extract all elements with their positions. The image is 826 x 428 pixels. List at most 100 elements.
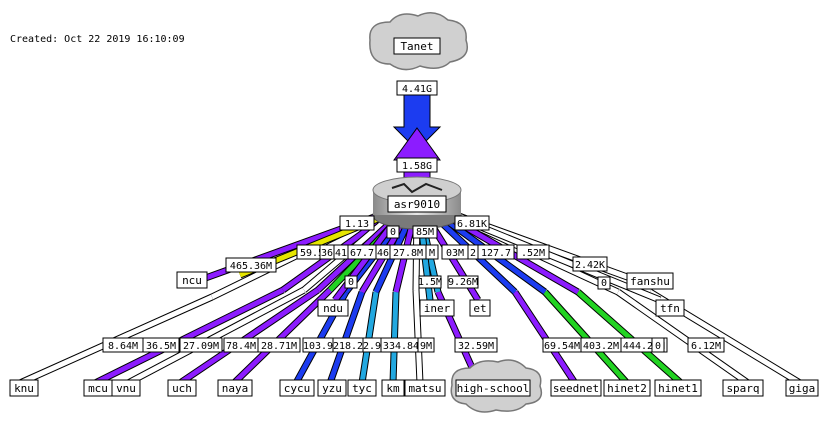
svg-text:32.59M: 32.59M [458,341,494,352]
edge-label-784m: 78.4M [223,337,259,353]
edge-label-278m: 27.8M [389,244,427,260]
node-hinet2: hinet2 [603,379,651,397]
edge-label-0c: 0 [597,276,611,290]
edge-label-4032m: 403.2M [580,337,622,353]
svg-text:0: 0 [390,227,396,238]
uplink-in-label: 4.41G [402,84,432,95]
svg-text:matsu: matsu [408,382,441,395]
svg-text:69.54M: 69.54M [544,341,580,352]
node-naya: naya [217,379,253,397]
svg-text:ndu: ndu [323,302,343,315]
link-mcu [93,287,285,386]
link-uch [178,287,320,386]
edge-label-612m: 6.12M [687,337,725,353]
svg-text:334.84M: 334.84M [383,341,425,352]
svg-text:knu: knu [14,382,34,395]
edge-label-2: 2 [467,244,479,260]
svg-text:41: 41 [335,248,347,259]
svg-text:vnu: vnu [116,382,136,395]
svg-text:27.8M: 27.8M [393,248,423,259]
edge-label-926m: 9.26M [447,275,479,289]
svg-text:fanshu: fanshu [630,275,670,288]
svg-text:36: 36 [321,248,333,259]
edge-label-0b: 0 [344,275,358,289]
svg-text:78.4M: 78.4M [226,341,256,352]
svg-text:mcu: mcu [88,382,108,395]
edge-label-0a: 0 [386,225,400,239]
svg-text:1.13: 1.13 [345,219,369,230]
edge-label-2709m: 27.09M [179,337,223,353]
node-uch: uch [167,379,197,397]
svg-text:seednet: seednet [553,382,599,395]
uplink-in-arrow [392,94,442,151]
edge-label-681k: 6.81K [454,215,490,231]
node-cycu: cycu [279,379,315,397]
svg-text:36.5M: 36.5M [146,341,176,352]
svg-text:46: 46 [377,248,389,259]
svg-text:2.42K: 2.42K [575,260,605,271]
svg-text:103.9: 103.9 [303,341,333,352]
node-matsu: matsu [404,379,446,397]
edge-label-3259m: 32.59M [454,337,498,353]
node-ncu: ncu [176,271,208,289]
edge-label-2182: 218.2 [332,337,364,353]
svg-text:1.5M: 1.5M [418,277,442,288]
router-label: asr9010 [394,198,440,211]
edge-label-41: 41 [333,244,349,260]
svg-text:hinet2: hinet2 [607,382,647,395]
node-km: km [381,379,405,397]
svg-text:127.7: 127.7 [481,248,511,259]
svg-text:0: 0 [655,341,661,352]
svg-text:tyc: tyc [352,382,372,395]
svg-text:9.26M: 9.26M [448,277,478,288]
edge-labels: 1.13 6.81K 0 85M 465.36M 59.5 36 41 67.7… [102,215,725,353]
svg-text:et: et [473,302,486,315]
svg-text:km: km [386,382,400,395]
node-seednet: seednet [550,379,602,397]
svg-text:6.81K: 6.81K [457,219,487,230]
edge-label-52m: .52M [516,244,550,260]
router-asr9010: asr9010 [372,176,462,230]
created-timestamp: Created: Oct 22 2019 16:10:09 [10,34,185,45]
edge-label-1277: 127.7 [477,244,515,260]
edge-label-03m: 03M [441,244,469,260]
edge-label-365m: 36.5M [142,337,180,353]
svg-text:28.71M: 28.71M [261,341,297,352]
uplink-out-arrow [393,127,441,186]
edge-label-m: M [425,244,439,260]
svg-text:27.09M: 27.09M [183,341,219,352]
edge-label-113: 1.13 [339,215,375,231]
svg-text:2: 2 [470,248,476,259]
svg-text:giga: giga [789,382,816,395]
node-ndu: ndu [317,299,349,317]
bottom-nodes: knu mcu vnu uch naya cycu yzu tyc km mat… [9,379,819,397]
link-matsu [413,289,423,384]
svg-text:9M: 9M [420,341,432,352]
node-knu: knu [9,379,39,397]
edge-label-36: 36 [319,244,335,260]
svg-text:85M: 85M [416,227,434,238]
svg-text:sparq: sparq [726,382,759,395]
tanet-cloud: Tanet [369,12,468,71]
svg-text:yzu: yzu [322,382,342,395]
svg-text:cycu: cycu [284,382,311,395]
node-sparq: sparq [722,379,764,397]
svg-text:0: 0 [601,278,607,289]
tanet-label: Tanet [400,40,433,53]
node-yzu: yzu [317,379,347,397]
svg-text:0: 0 [348,277,354,288]
svg-text:03M: 03M [446,248,464,259]
node-tfn: tfn [655,299,685,317]
node-tyc: tyc [347,379,377,397]
svg-text:444.25M: 444.25M [623,341,665,352]
edge-label-15m: 1.5M [418,275,442,289]
high-school-label: high-school [457,382,530,395]
svg-text:hinet1: hinet1 [658,382,698,395]
edge-label-9m: 9M [417,337,435,353]
link-arrows [18,206,802,387]
svg-text:59.5: 59.5 [300,248,324,259]
svg-text:M: M [429,248,435,259]
edge-label-242k: 2.42K [572,256,608,272]
svg-text:403.2M: 403.2M [583,341,619,352]
node-giga: giga [785,379,819,397]
